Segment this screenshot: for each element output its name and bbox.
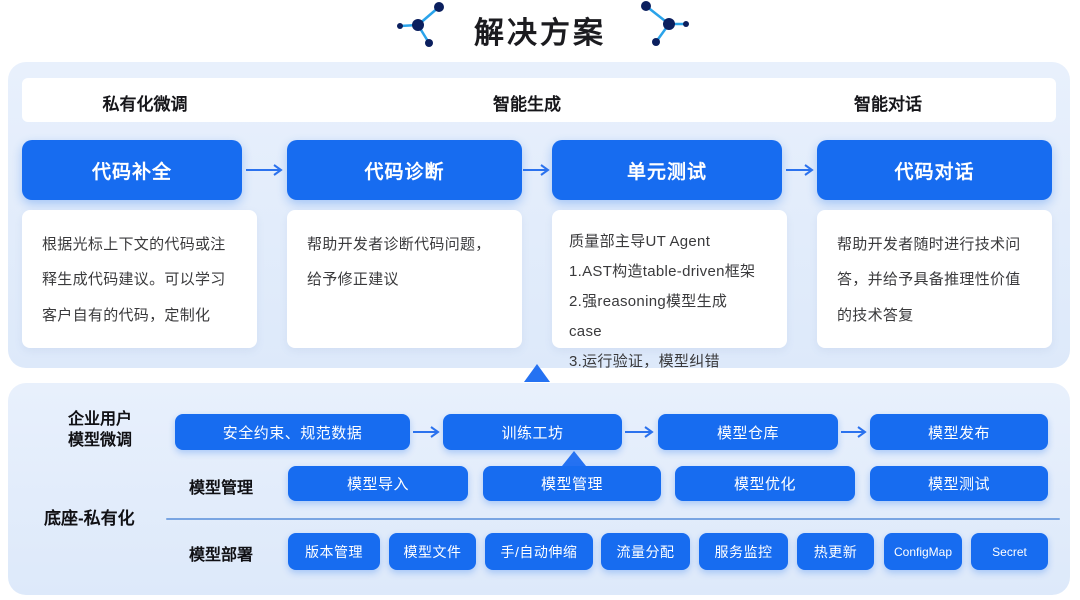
page-title: 解决方案 (474, 17, 606, 50)
group-header-private-finetune: 私有化微调 (102, 95, 188, 114)
arrow-right-icon (246, 164, 283, 176)
label-model-deployment: 模型部署 (189, 547, 254, 564)
step-desc-code-completion: 根据光标上下文的代码或注释生成代码建议。可以学习客户自有的代码，定制化 (42, 236, 226, 324)
management-box-model-test: 模型测试 (870, 466, 1048, 501)
deploy-box-traffic-distribution: 流量分配 (601, 533, 690, 570)
flow-up-triangle-icon (562, 451, 586, 466)
deploy-box-hot-update: 热更新 (797, 533, 874, 570)
molecule-left-icon (397, 2, 444, 47)
group-header-smart-generation: 智能生成 (493, 95, 561, 114)
arrow-right-icon (841, 426, 867, 438)
pipeline-box-model-release: 模型发布 (870, 414, 1048, 450)
deploy-box-secret: Secret (971, 533, 1048, 570)
pipeline-box-model-repo: 模型仓库 (658, 414, 838, 450)
step-desc-code-dialogue: 帮助开发者随时进行技术问答，并给予具备推理性价值的技术答复 (837, 236, 1021, 324)
deploy-box-auto-scaling: 手/自动伸缩 (485, 533, 593, 570)
step-box-code-completion: 代码补全 (22, 140, 242, 200)
flow-up-triangle-icon (524, 364, 550, 382)
step-desc-code-diagnosis: 帮助开发者诊断代码问题，给予修正建议 (307, 236, 491, 289)
molecule-right-icon (641, 1, 689, 46)
step-desc-card: 质量部主导UT Agent 1.AST构造table-driven框架 2.强r… (552, 210, 787, 370)
deploy-box-configmap: ConfigMap (884, 533, 962, 570)
management-box-model-optimization: 模型优化 (675, 466, 855, 501)
deploy-box-version-management: 版本管理 (288, 533, 380, 570)
label-base-private: 底座-私有化 (44, 509, 135, 528)
management-box-model-management: 模型管理 (483, 466, 661, 501)
step-box-unit-test: 单元测试 (552, 140, 782, 200)
label-model-management: 模型管理 (189, 480, 254, 497)
management-box-model-import: 模型导入 (288, 466, 468, 501)
step-desc-card: 帮助开发者诊断代码问题，给予修正建议 (287, 210, 522, 348)
section-divider (166, 518, 1060, 520)
group-header-bar (22, 78, 1056, 122)
step-box-code-diagnosis: 代码诊断 (287, 140, 522, 200)
pipeline-box-training-workshop: 训练工坊 (443, 414, 622, 450)
arrow-right-icon (523, 164, 550, 176)
arrow-right-icon (625, 426, 654, 438)
step-desc-card: 根据光标上下文的代码或注释生成代码建议。可以学习客户自有的代码，定制化 (22, 210, 257, 348)
arrow-right-icon (413, 426, 440, 438)
label-enterprise-finetune: 企业用户 模型微调 (67, 411, 132, 449)
deploy-box-service-monitoring: 服务监控 (699, 533, 788, 570)
pipeline-box-data: 安全约束、规范数据 (175, 414, 410, 450)
arrow-right-icon (786, 164, 814, 176)
step-box-code-dialogue: 代码对话 (817, 140, 1052, 200)
step-desc-unit-test: 质量部主导UT Agent 1.AST构造table-driven框架 2.强r… (569, 233, 756, 370)
step-desc-card: 帮助开发者随时进行技术问答，并给予具备推理性价值的技术答复 (817, 210, 1052, 348)
group-header-smart-dialogue: 智能对话 (854, 95, 922, 114)
deploy-box-model-files: 模型文件 (389, 533, 476, 570)
